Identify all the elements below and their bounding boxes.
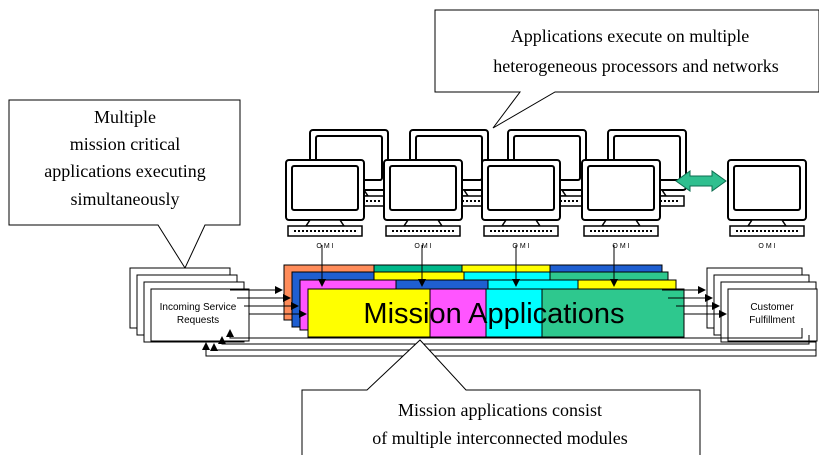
callout-top-right: Applications execute on multiple heterog… <box>434 9 819 129</box>
mission-applications-stack: Mission Applications <box>283 264 685 338</box>
callout-left-line-3: applications executing <box>44 161 205 181</box>
callout-bottom-line-2: of multiple interconnected modules <box>372 428 627 448</box>
customer-fulfillment-stack: Customer Fulfillment <box>706 267 818 343</box>
callout-left-line-4: simultaneously <box>71 189 180 209</box>
feedback-loops <box>202 328 817 357</box>
incoming-label-line-2: Requests <box>177 315 219 326</box>
computer-front-1: OMI <box>285 159 365 250</box>
incoming-requests-stack: Incoming Service Requests <box>129 267 250 343</box>
callout-left-line-2: mission critical <box>70 134 180 154</box>
input-flow-arrows <box>230 286 307 318</box>
computer-label: OMI <box>316 243 335 250</box>
computer-label: OMI <box>414 243 433 250</box>
computer-to-app-arrows <box>318 245 618 287</box>
callout-top-right-line-2: heterogeneous processors and networks <box>493 56 778 76</box>
fulfillment-label-line-2: Fulfillment <box>749 315 795 326</box>
computer-standalone: OMI <box>727 159 807 250</box>
callout-top-right-line-1: Applications execute on multiple <box>511 26 749 46</box>
callout-left-line-1: Multiple <box>94 107 156 127</box>
computer-group: OMI OMI OMI OMI OMI <box>285 129 807 250</box>
computer-label: OMI <box>758 243 777 250</box>
computer-label: OMI <box>612 243 631 250</box>
fulfillment-label-line-1: Customer <box>750 302 794 313</box>
callout-bottom-line-1: Mission applications consist <box>398 400 602 420</box>
callout-bottom: Mission applications consist of multiple… <box>301 339 701 455</box>
computer-label: OMI <box>512 243 531 250</box>
callout-left: Multiple mission critical applications e… <box>8 99 241 270</box>
computer-front-3: OMI <box>481 159 561 250</box>
computer-front-4: OMI <box>581 159 661 250</box>
network-link-arrow <box>675 170 727 192</box>
mission-applications-label: Mission Applications <box>363 298 624 330</box>
computer-front-2: OMI <box>383 159 463 250</box>
output-flow-arrows <box>662 286 727 318</box>
incoming-label-line-1: Incoming Service <box>160 302 237 313</box>
app-layer-front <box>307 288 685 338</box>
